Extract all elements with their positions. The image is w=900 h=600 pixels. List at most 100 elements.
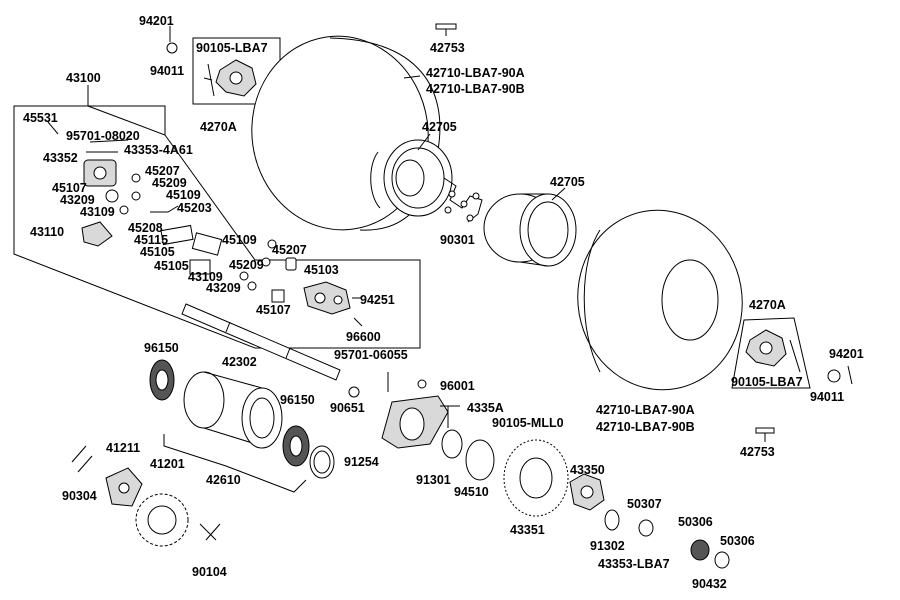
label-42710-bot-a: 42710-LBA7-90A [596,403,695,417]
label-90301: 90301 [440,233,475,247]
label-90432: 90432 [692,577,727,591]
label-43351: 43351 [510,523,545,537]
hub-4270a-right-group [731,317,853,389]
bearing-96150-left [149,359,175,401]
label-91302: 91302 [590,539,625,553]
label-90304: 90304 [62,489,97,503]
label-45109-b: 45109 [222,233,257,247]
label-45209-b: 45209 [229,258,264,272]
label-42705-b: 42705 [550,175,585,189]
rim-42705-top [383,139,453,217]
label-45109-a: 45109 [166,188,201,202]
label-90105-right: 90105-LBA7 [731,375,803,389]
bracket-42610-leader [163,434,307,493]
label-41201: 41201 [150,457,185,471]
axle-42302 [181,303,341,381]
hub-41211 [105,467,143,507]
label-41211: 41211 [106,441,140,455]
label-45207-a: 45207 [145,164,180,178]
label-90651: 90651 [330,401,365,415]
label-90105-top: 90105-LBA7 [196,41,268,55]
label-45107-b: 45107 [256,303,291,317]
label-94510: 94510 [454,485,489,499]
label-4270a-right: 4270A [749,298,786,312]
label-45531: 45531 [23,111,58,125]
carrier-4335a [348,372,449,449]
label-90104: 90104 [192,565,227,579]
bearing-96150-right [282,425,310,467]
hub-4270a-top-group [166,26,281,105]
label-43209-a: 43209 [60,193,95,207]
studs-90301 [443,177,483,223]
label-45105-a: 45105 [140,245,175,259]
nut-94011-right [827,369,841,383]
label-43353-4a61: 43353-4A61 [124,143,193,157]
label-96001: 96001 [440,379,475,393]
label-43352: 43352 [43,151,78,165]
label-43109-b: 43109 [188,270,223,284]
label-42705-a: 42705 [422,120,457,134]
rim-42705-middle [483,193,577,267]
label-96600: 96600 [346,330,381,344]
tire-top-left [251,35,453,231]
label-42710-top-b: 42710-LBA7-90B [426,82,525,96]
label-43100: 43100 [66,71,101,85]
label-45103: 45103 [304,263,339,277]
label-4335a: 4335A [467,401,504,415]
hub-4270a-right-frame [731,317,811,389]
ring-94510 [465,439,495,481]
valve-42753-right [755,427,775,442]
label-42710-bot-b: 42710-LBA7-90B [596,420,695,434]
label-91254: 91254 [344,455,379,469]
brake-disc-43351 [503,439,569,517]
part-labels: 94201 94011 90105-LBA7 4270A 42753 42710… [23,14,864,591]
housing-42610 [183,371,283,449]
label-45115: 45115 [134,233,168,247]
label-45203: 45203 [177,201,212,215]
bolts-90304 [71,445,93,473]
washers-right [638,519,730,569]
nut-94011-top [166,42,178,54]
sprocket-41201 [135,493,189,547]
label-45107-a: 45107 [52,181,87,195]
brake-parts [47,121,363,327]
seal-91301 [441,429,463,459]
label-45208: 45208 [128,221,163,235]
label-95701-06055: 95701-06055 [334,348,408,362]
label-42302: 42302 [222,355,257,369]
label-91301: 91301 [416,473,451,487]
label-96150-b: 96150 [280,393,315,407]
label-45207-b: 45207 [272,243,307,257]
label-43109-a: 43109 [80,205,115,219]
tire-bottom-right [577,209,743,391]
brake-assembly-frame [13,85,421,349]
label-42710-top-a: 42710-LBA7-90A [426,66,525,80]
leader-lines [403,75,566,428]
label-43209-b: 43209 [206,281,241,295]
bolts-90104 [199,523,221,541]
label-42753-right: 42753 [740,445,775,459]
label-42610: 42610 [206,473,241,487]
label-50306-b: 50306 [720,534,755,548]
label-94011-right: 94011 [810,390,844,404]
label-43353-lba7: 43353-LBA7 [598,557,670,571]
label-50307: 50307 [627,497,662,511]
label-94201-right: 94201 [829,347,864,361]
cap-94201-right [847,365,853,385]
label-94201-top: 94201 [139,14,174,28]
label-42753-top: 42753 [430,41,465,55]
label-94011-top: 94011 [150,64,184,78]
disc-hub-43350 [569,473,605,511]
seal-91254 [309,445,335,479]
label-43110: 43110 [30,225,64,239]
label-95701-08020: 95701-08020 [66,129,140,143]
label-50306-a: 50306 [678,515,713,529]
label-90105-mll0: 90105-MLL0 [492,416,564,430]
label-96150-a: 96150 [144,341,179,355]
label-4270a-top: 4270A [200,120,237,134]
label-94251: 94251 [360,293,395,307]
label-45105-b: 45105 [154,259,189,273]
label-45209-a: 45209 [152,176,187,190]
label-43350: 43350 [570,463,605,477]
